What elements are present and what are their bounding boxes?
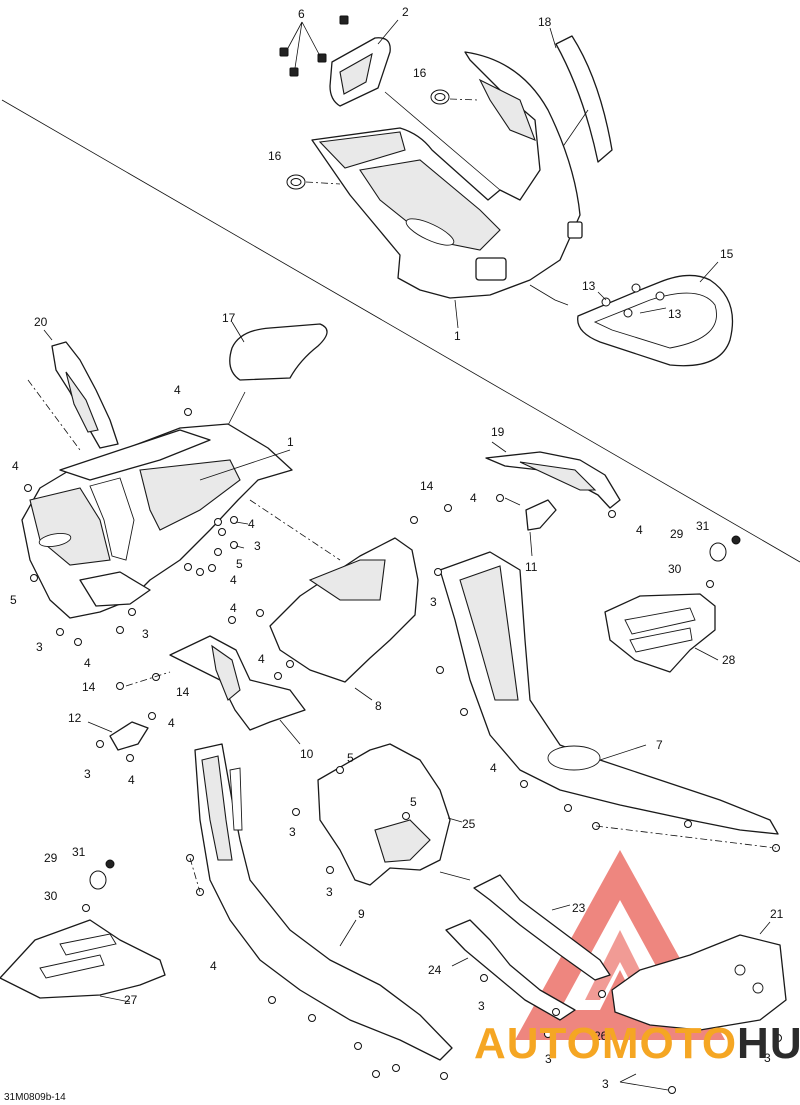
callout-1: 1	[454, 329, 461, 343]
callout-3: 3	[545, 1052, 552, 1066]
callout-3: 3	[478, 999, 485, 1013]
callout-1: 1	[287, 435, 294, 449]
callout-14: 14	[82, 680, 96, 694]
bracket-19	[485, 441, 621, 509]
callout-4: 4	[470, 491, 477, 505]
callout-7: 7	[656, 738, 663, 752]
bracket-23	[473, 874, 611, 981]
callout-14: 14	[420, 479, 434, 493]
callout-5: 5	[347, 751, 354, 765]
skid-plate-27	[0, 919, 166, 1003]
callout-30: 30	[44, 889, 58, 903]
callout-4: 4	[84, 656, 91, 670]
callout-8: 8	[375, 699, 382, 713]
grommet-16-upper	[430, 89, 479, 105]
callout-9: 9	[358, 907, 365, 921]
callout-13: 13	[582, 279, 596, 293]
skid-plate-21	[611, 921, 787, 1031]
watermark-text: AUTOMOTOHUB	[474, 1019, 800, 1068]
callout-3: 3	[430, 595, 437, 609]
skid-plate-28	[604, 593, 719, 673]
callout-5: 5	[410, 795, 417, 809]
inner-panel-25	[292, 743, 471, 886]
callout-19: 19	[491, 425, 505, 439]
callout-24: 24	[428, 963, 442, 977]
callout-2: 2	[402, 5, 409, 19]
watermark-text-a: AUTOMOTO	[474, 1019, 737, 1068]
lower-panel-9	[194, 743, 453, 1061]
fasteners-side-panel	[434, 568, 780, 852]
panel-8	[249, 499, 452, 701]
callout-12: 12	[68, 711, 82, 725]
callout-31: 31	[696, 519, 710, 533]
handle-bar-15	[577, 261, 734, 367]
callout-4: 4	[636, 523, 643, 537]
clamp-set-top	[706, 535, 741, 588]
callout-3: 3	[142, 627, 149, 641]
callout-6: 6	[298, 7, 305, 21]
callout-18: 18	[538, 15, 552, 29]
panel-2	[329, 19, 501, 191]
fasteners-lower-panel	[186, 854, 448, 1080]
callout-4: 4	[230, 573, 237, 587]
callout-3: 3	[36, 640, 43, 654]
callout-3: 3	[289, 825, 296, 839]
callout-31: 31	[72, 845, 86, 859]
callout-14: 14	[176, 685, 190, 699]
callout-3: 3	[84, 767, 91, 781]
clamp-set-bottom	[82, 859, 115, 912]
side-panel-7	[439, 551, 779, 835]
callout-4: 4	[230, 601, 237, 615]
callout-5: 5	[10, 593, 17, 607]
callout-3: 3	[602, 1077, 609, 1091]
callout-3: 3	[254, 539, 261, 553]
callout-25: 25	[462, 817, 476, 831]
front-body-1-main	[21, 423, 293, 619]
bracket-10	[116, 609, 306, 745]
screw-set-13	[597, 283, 667, 318]
callout-4: 4	[210, 959, 217, 973]
callout-4: 4	[12, 459, 19, 473]
callout-13: 13	[668, 307, 682, 321]
callout-3: 3	[764, 1051, 771, 1065]
screw-set-6	[279, 15, 349, 77]
callout-3: 3	[326, 885, 333, 899]
watermark-text-b: HUB	[737, 1019, 800, 1068]
callout-16: 16	[413, 66, 427, 80]
callout-11: 11	[525, 560, 538, 574]
callout-23: 23	[572, 901, 586, 915]
callout-4: 4	[168, 716, 175, 730]
fasteners-main-body	[24, 408, 249, 646]
callout-20: 20	[34, 315, 48, 329]
bracket-20	[27, 329, 119, 451]
callout-5: 5	[236, 557, 243, 571]
fasteners-skid-plate-21	[544, 990, 782, 1094]
callout-26: 26	[594, 1029, 608, 1043]
bracket-24	[445, 919, 576, 1021]
callout-27: 27	[124, 993, 138, 1007]
callout-29: 29	[670, 527, 684, 541]
clip-11	[496, 494, 616, 557]
diagram-reference-code: 31M0809b-14	[4, 1092, 66, 1103]
callout-15: 15	[720, 247, 734, 261]
clip-12	[87, 712, 156, 762]
callout-29: 29	[44, 851, 58, 865]
callout-21: 21	[770, 907, 784, 921]
callout-labels: 6 2 18 16 16 15 13 13 1 20 17 4 1 4 14 1…	[10, 5, 784, 1091]
section-divider-line	[1, 99, 800, 563]
callout-4: 4	[128, 773, 135, 787]
callout-4: 4	[248, 517, 255, 531]
callout-4: 4	[490, 761, 497, 775]
callout-17: 17	[222, 311, 236, 325]
callout-4: 4	[258, 652, 265, 666]
callout-10: 10	[300, 747, 314, 761]
front-fairing-1-upper	[311, 51, 583, 329]
callout-30: 30	[668, 562, 682, 576]
callout-28: 28	[722, 653, 736, 667]
grommet-16-lower	[286, 174, 341, 190]
callout-16: 16	[268, 149, 282, 163]
callout-4: 4	[174, 383, 181, 397]
